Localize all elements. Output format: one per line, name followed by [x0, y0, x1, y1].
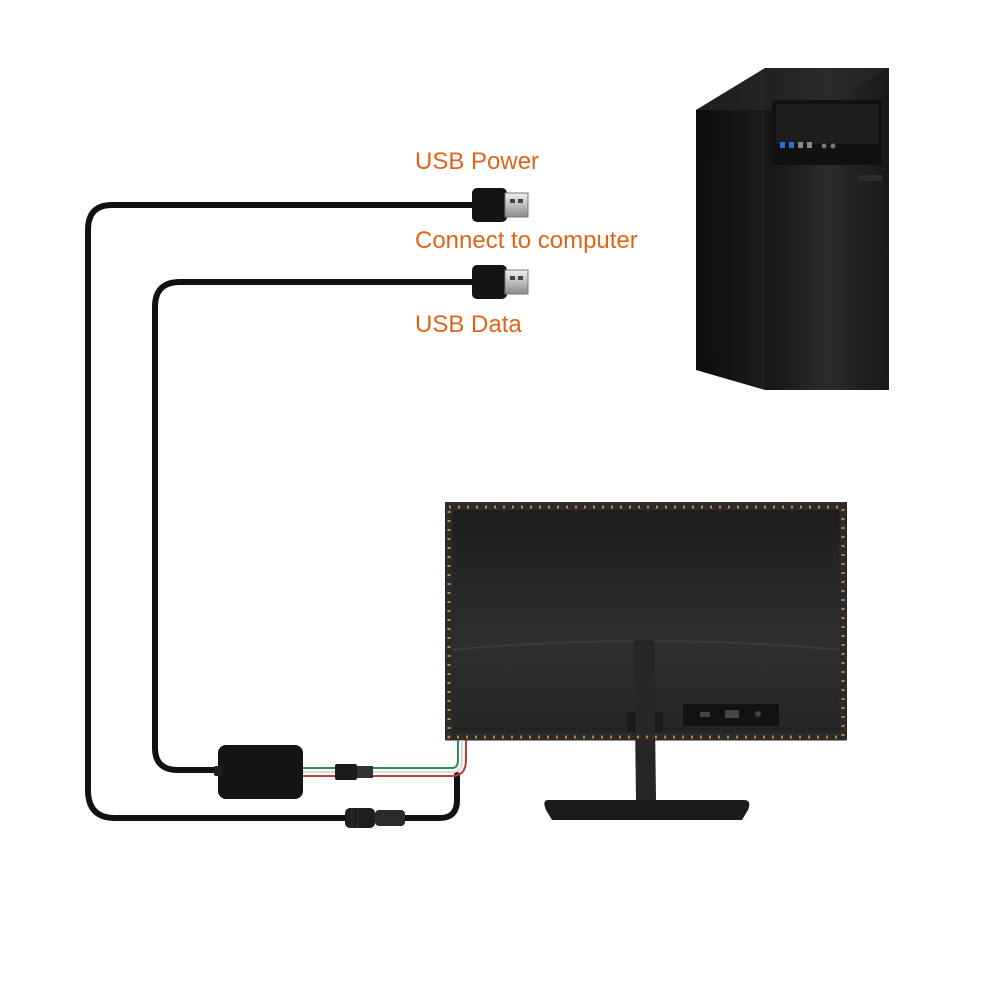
power-extension-cable — [402, 772, 460, 821]
usb-power-cable — [85, 202, 475, 821]
usb-data-label: USB Data — [415, 311, 522, 338]
usb-power-plug — [472, 188, 529, 222]
usb-data-cable — [152, 279, 475, 773]
controller-box-icon — [214, 740, 467, 799]
usb-plug-icon — [472, 188, 507, 222]
dc-connector-icon — [345, 808, 405, 828]
led-strip-icon — [445, 503, 847, 741]
monitor-icon — [445, 502, 847, 820]
usb-power-label: USB Power — [415, 148, 540, 175]
computer-tower-icon — [696, 68, 889, 390]
usb-plug-icon — [472, 265, 507, 299]
cables — [85, 202, 475, 821]
connect-to-computer-label: Connect to computer — [415, 227, 638, 254]
usb-data-plug — [472, 265, 529, 299]
